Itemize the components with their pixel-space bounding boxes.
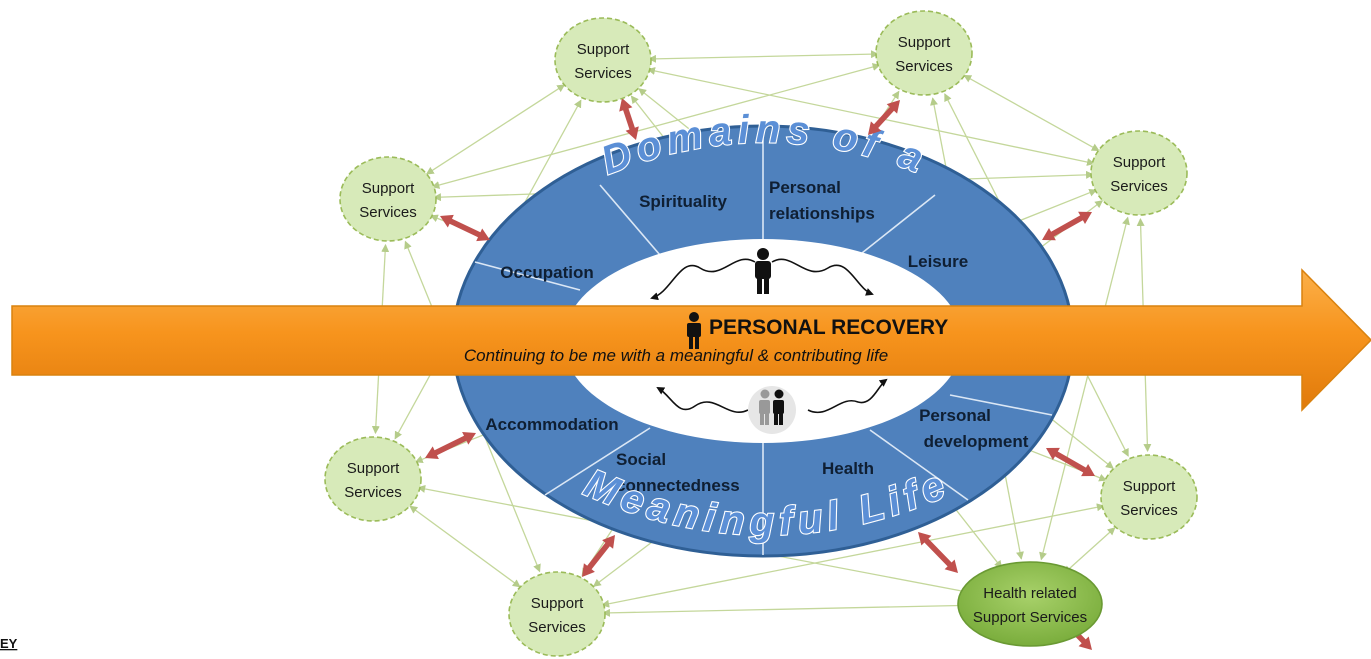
red-double-arrow — [582, 535, 615, 577]
red-double-arrow — [425, 432, 476, 459]
node-label-line2: Services — [574, 65, 632, 82]
node-label-line1: Support — [898, 34, 951, 51]
node-label-line2: Services — [528, 619, 586, 636]
mesh-connector — [601, 503, 1105, 608]
mesh-connector — [409, 505, 521, 588]
domain-accommodation: Accommodation — [485, 415, 618, 434]
domain-personal-development-line2: development — [924, 432, 1029, 451]
domain-labels: Spirituality Personal relationships Leis… — [485, 178, 1028, 495]
domain-social-connectedness-line1: Social — [616, 450, 666, 469]
curved-arrow-icon — [656, 387, 749, 413]
node-label-line1: Support — [362, 180, 415, 197]
node-label-line1: Support — [1113, 154, 1166, 171]
domain-health: Health — [822, 459, 874, 478]
node-circle — [554, 17, 652, 103]
domain-leisure: Leisure — [908, 252, 968, 271]
node-label-line2: Services — [895, 58, 953, 75]
red-double-arrow — [440, 214, 490, 242]
curved-arrow-icon — [807, 378, 888, 414]
mesh-connector — [425, 84, 566, 175]
domain-personal-development-line1: Personal — [919, 406, 991, 425]
curved-arrow-icon — [650, 258, 756, 301]
red-double-arrow — [619, 98, 639, 140]
personal-recovery-arrow: PERSONAL RECOVERY Continuing to be me wi… — [11, 268, 1371, 412]
red-double-arrow — [1042, 211, 1092, 241]
node-circle — [324, 436, 422, 522]
support-nodes: SupportServicesSupportServicesSupportSer… — [324, 10, 1198, 657]
mesh-connector — [647, 50, 880, 63]
node-label-line2: Services — [1110, 178, 1168, 195]
node-circle — [508, 571, 606, 657]
ring-dividers — [474, 127, 1053, 555]
mesh-connector — [963, 74, 1100, 152]
person-pair-icon — [748, 386, 796, 434]
domain-spirituality: Spirituality — [639, 192, 727, 211]
domain-personal-relationships-line1: Personal — [769, 178, 841, 197]
node-ring-connectors — [425, 98, 1095, 650]
node-circle — [1100, 454, 1198, 540]
node-label-line1: Health related — [983, 585, 1076, 602]
node-label-line2: Services — [359, 204, 417, 221]
recovery-title: PERSONAL RECOVERY — [709, 316, 948, 339]
node-label-line1: Support — [577, 41, 630, 58]
recovery-subtitle: Continuing to be me with a meaningful & … — [464, 346, 888, 365]
node-label-line2: Services — [344, 484, 402, 501]
red-double-arrow — [918, 532, 958, 573]
node-circle — [957, 561, 1103, 647]
node-circle — [339, 156, 437, 242]
node-label-line1: Support — [347, 460, 400, 477]
node-circle — [1090, 130, 1188, 216]
curved-arrow-icon — [771, 258, 874, 296]
node-label-line2: Support Services — [973, 609, 1087, 626]
domain-personal-relationships-line2: relationships — [769, 204, 875, 223]
person-icon — [755, 248, 771, 294]
red-double-arrow — [1046, 447, 1095, 477]
mesh-connector — [1063, 527, 1116, 574]
red-double-arrow — [868, 100, 900, 135]
inner-motion — [650, 258, 888, 414]
corner-label: EY — [0, 636, 18, 651]
node-label-line1: Support — [1123, 478, 1176, 495]
domain-social-connectedness-line2: connectedness — [616, 476, 740, 495]
domain-occupation: Occupation — [500, 263, 594, 282]
mesh-connector — [601, 601, 986, 617]
person-icon — [687, 312, 701, 349]
node-circle — [875, 10, 973, 96]
node-label-line2: Services — [1120, 502, 1178, 519]
node-label-line1: Support — [531, 595, 584, 612]
